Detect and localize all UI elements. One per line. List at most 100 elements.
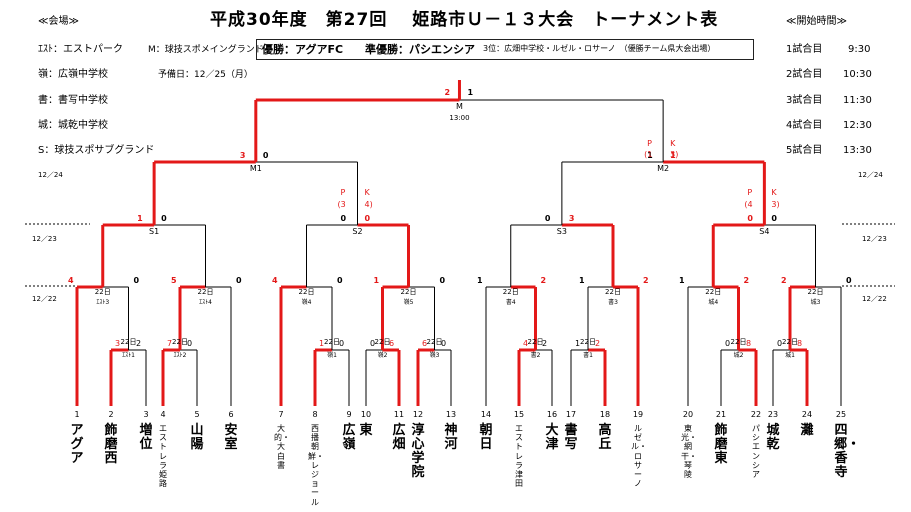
final-label: M	[456, 102, 463, 111]
final-score: 1	[467, 88, 474, 97]
start-time-label: 3試合目	[786, 95, 823, 106]
match-score: 1	[679, 276, 685, 285]
match-venue: 城2	[733, 352, 744, 359]
match-score: 0	[133, 276, 140, 285]
match-score: 0	[747, 214, 753, 223]
match-score: 1	[579, 276, 585, 285]
match-venue: 城4	[708, 299, 719, 306]
match-date: 22日	[426, 338, 443, 346]
team-number: 2	[108, 410, 114, 419]
date-label-23: 12／23	[862, 235, 887, 243]
match-date: 22日	[580, 338, 596, 346]
match-venue: 嶺1	[327, 352, 337, 359]
team-number: 9	[346, 410, 352, 419]
start-time-value: 13:30	[843, 145, 872, 156]
match-score: 1	[137, 214, 143, 223]
venue-item: ｴｽﾄ：エストパーク	[38, 44, 123, 55]
match-label: S3	[556, 227, 567, 236]
venue-item: 嶺：広嶺中学校	[38, 69, 108, 80]
date-label-22: 12／22	[862, 295, 887, 303]
match-venue: ｴｽﾄ4	[199, 299, 212, 306]
match-date: 22日	[298, 288, 315, 296]
date-label-24: 12／24	[38, 171, 63, 179]
team-number: 1	[74, 410, 80, 419]
match-score: 3	[568, 214, 575, 223]
team-name: 大津	[545, 423, 559, 453]
start-time-label: 4試合目	[786, 120, 823, 131]
start-time-value: 10:30	[843, 69, 872, 80]
pk-score: (4	[744, 200, 753, 209]
match-date: 22日	[502, 288, 519, 296]
match-score: 0	[846, 276, 852, 285]
match-venue: 嶺3	[429, 352, 440, 359]
match-date: 22日	[172, 338, 188, 346]
team-number: 22	[750, 410, 762, 419]
match-venue: 嶺4	[301, 299, 312, 306]
match-score: 0	[337, 276, 343, 285]
match-score: 0	[771, 214, 777, 223]
match-venue: 嶺2	[377, 352, 388, 359]
start-time-label: 5試合目	[786, 145, 823, 156]
pk-mark: P	[340, 188, 346, 197]
match-venue: ｴｽﾄ3	[96, 299, 110, 306]
match-score: 3	[115, 339, 121, 348]
pk-mark: K	[771, 188, 777, 197]
match-venue: 書3	[608, 299, 618, 306]
start-time-label: 2試合目	[786, 69, 823, 80]
match-label: S1	[149, 227, 160, 236]
team-name: 高丘	[598, 423, 612, 453]
pk-score: (1	[644, 150, 653, 159]
third-place-label: 3位：広畑中学校・ルゼル・ロサーノ （優勝チーム県大会出場）	[483, 44, 716, 53]
team-number: 25	[835, 410, 847, 419]
start-times-header: ≪開始時間≫	[786, 16, 847, 27]
pk-score: 3)	[771, 200, 780, 209]
team-name: エストレラ姫路	[159, 424, 167, 489]
team-name: 西播朝鮮・レジョール	[308, 424, 324, 507]
match-score: 1	[319, 339, 325, 348]
match-date: 22日	[807, 288, 824, 296]
date-label-23: 12／23	[32, 235, 57, 243]
winner-label: 優勝：アグアFC	[262, 43, 344, 56]
team-number: 8	[312, 410, 318, 419]
team-name: 淳心学院	[411, 423, 425, 481]
team-number: 15	[513, 410, 525, 419]
pk-mark: K	[364, 188, 370, 197]
match-score: 2	[136, 339, 142, 348]
team-name: 安室	[224, 423, 238, 453]
team-name: 東	[359, 423, 373, 438]
team-number: 6	[228, 410, 234, 419]
team-number: 10	[360, 410, 372, 419]
match-venue: ｴｽﾄ1	[122, 352, 135, 359]
team-name: 広嶺	[342, 423, 356, 453]
team-number: 21	[715, 410, 727, 419]
results-box: 優勝：アグアFC 準優勝：パシエンシア 3位：広畑中学校・ルゼル・ロサーノ （優…	[256, 39, 754, 60]
team-number: 23	[767, 410, 779, 419]
match-score: 2	[542, 339, 548, 348]
team-number: 16	[546, 410, 558, 419]
team-name: 飾磨東	[714, 423, 728, 467]
match-venue: 書4	[505, 299, 516, 306]
pk-mark: K	[670, 139, 676, 148]
match-score: 0	[364, 214, 371, 223]
match-score: 3	[239, 151, 246, 160]
team-name: エストレラ津田	[515, 424, 523, 489]
team-number: 4	[160, 410, 166, 419]
date-label-22: 12／22	[32, 295, 57, 303]
match-score: 6	[389, 339, 395, 348]
match-score: 2	[643, 276, 649, 285]
match-label: M2	[657, 164, 670, 173]
match-score: 0	[544, 214, 551, 223]
match-score: 0	[262, 151, 269, 160]
match-date: 22日	[120, 338, 137, 346]
pk-score: 4)	[364, 200, 373, 209]
team-number: 12	[412, 410, 424, 419]
team-name: 四郷・香寺	[834, 423, 861, 481]
match-score: 4	[68, 276, 74, 285]
match-score: 0	[339, 339, 345, 348]
match-score: 0	[236, 276, 242, 285]
match-venue: 書2	[530, 352, 541, 359]
team-number: 17	[565, 410, 577, 419]
final-score: 2	[444, 88, 451, 97]
